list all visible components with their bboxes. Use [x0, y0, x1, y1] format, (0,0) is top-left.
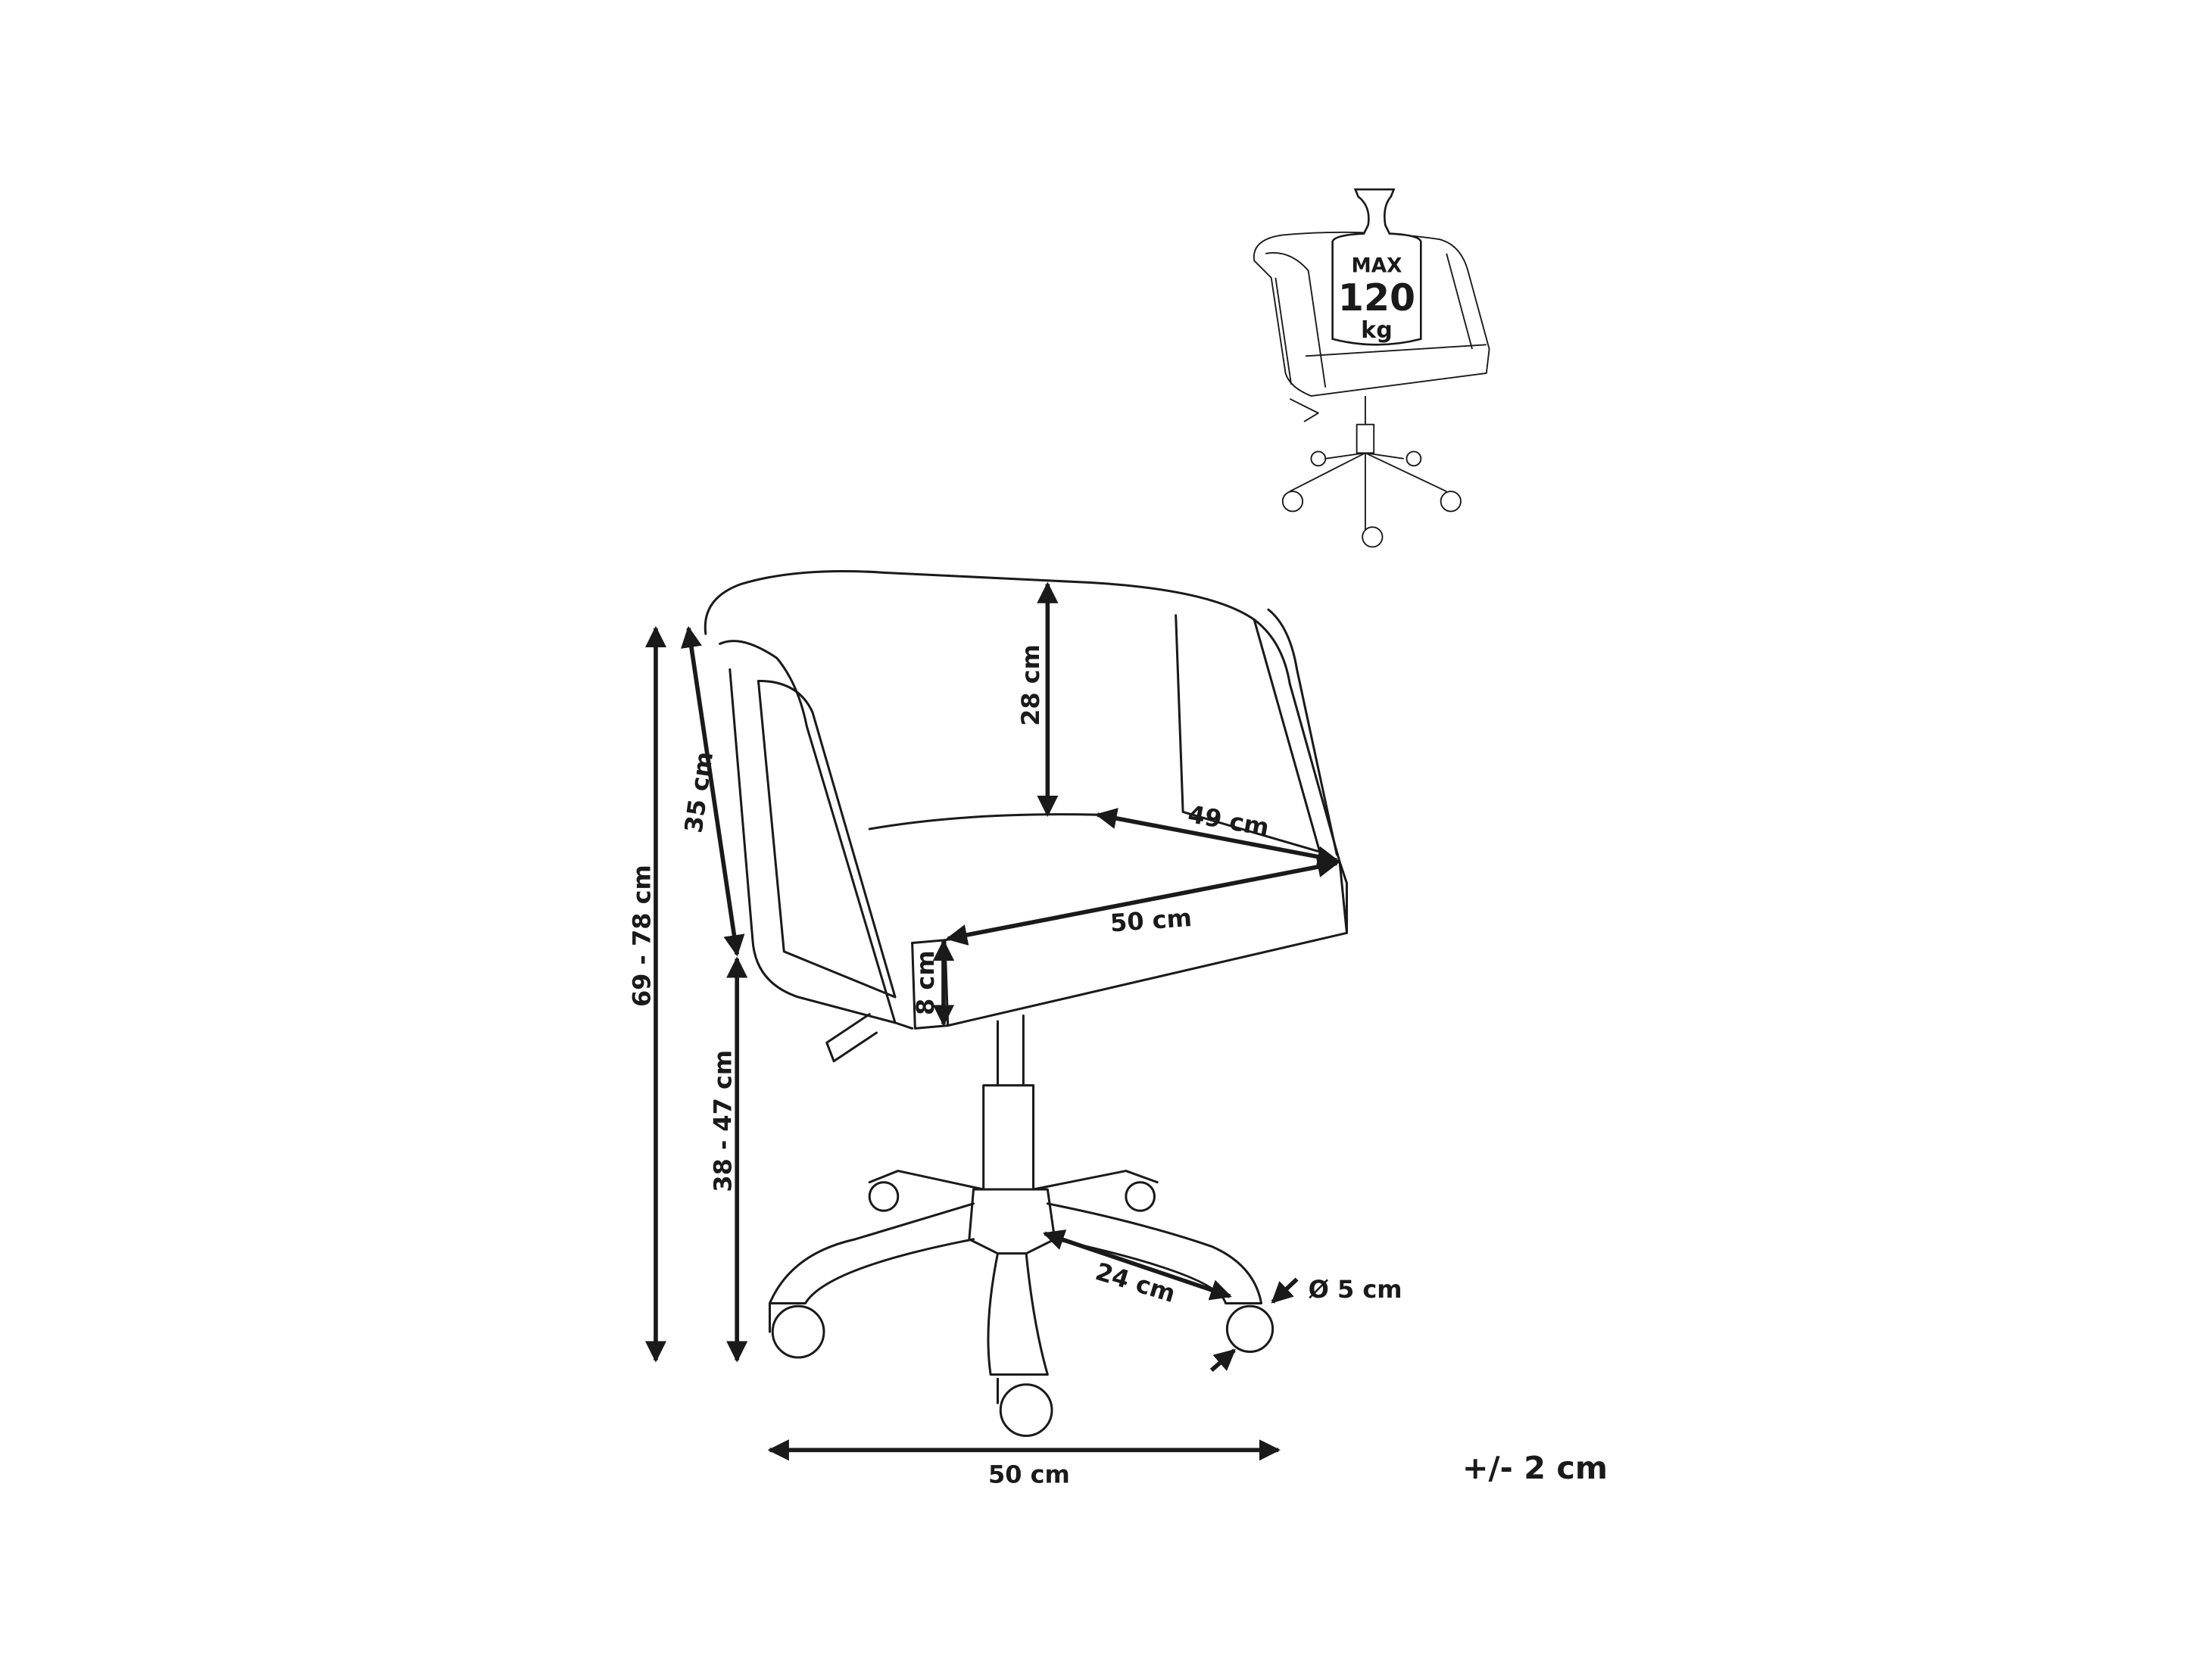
tolerance-label: +/- 2 cm: [1462, 1450, 1608, 1486]
gas-cylinder: [982, 1014, 1035, 1191]
casters: [768, 1181, 1274, 1437]
base-width-label: 50 cm: [988, 1460, 1070, 1489]
small-chair-icon: [1253, 231, 1490, 548]
total-height-label: 69 - 78 cm: [627, 865, 656, 1007]
seat-height-label: 38 - 47 cm: [709, 1050, 738, 1192]
seat-width-label: 50 cm: [1109, 903, 1193, 937]
armrest-height-label: 35 cm: [679, 750, 719, 834]
dimension-arrows: [644, 581, 1340, 1461]
weight-max-label: MAX: [1352, 254, 1402, 277]
base-legs: [768, 1170, 1263, 1376]
max-load-illustration: MAX 120 kg: [1253, 188, 1490, 548]
backrest-height-label: 28 cm: [1016, 644, 1045, 726]
wheel-diameter-label: Ø 5 cm: [1309, 1275, 1402, 1304]
base-hub: [968, 1188, 1056, 1255]
weight-icon: MAX 120 kg: [1331, 188, 1422, 346]
backrest-frame: [704, 569, 1348, 934]
seat-thickness-label: 8 cm: [911, 950, 940, 1015]
seat-top: [868, 813, 1341, 945]
weight-value: 120: [1338, 276, 1415, 319]
lever: [825, 1013, 878, 1063]
weight-unit: kg: [1361, 317, 1393, 344]
seat-front: [944, 860, 1348, 1027]
